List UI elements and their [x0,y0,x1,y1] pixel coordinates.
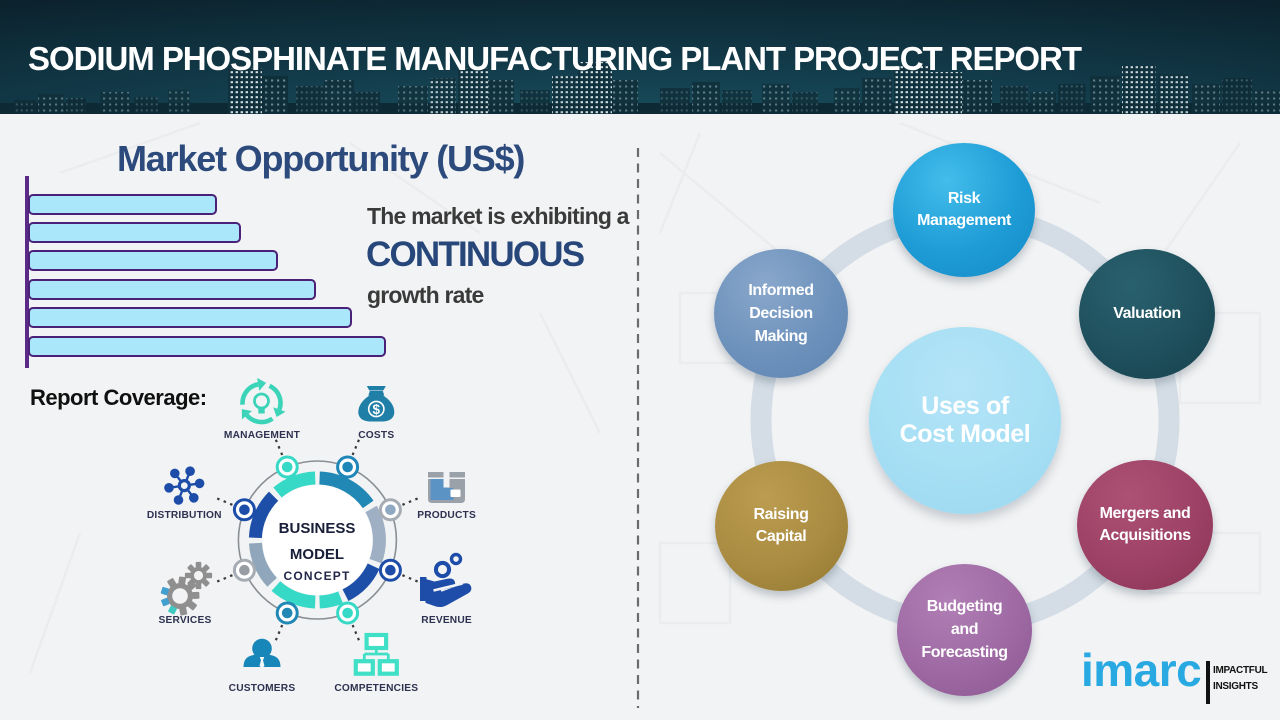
svg-text:COMPETENCIES: COMPETENCIES [334,683,418,694]
svg-text:$: $ [373,402,381,417]
svg-text:CUSTOMERS: CUSTOMERS [229,683,296,694]
svg-text:DISTRIBUTION: DISTRIBUTION [147,510,222,521]
svg-text:BUSINESS: BUSINESS [279,520,356,537]
svg-text:MODEL: MODEL [290,546,344,563]
svg-text:COSTS: COSTS [358,430,394,441]
svg-text:CONCEPT: CONCEPT [283,569,350,583]
svg-text:PRODUCTS: PRODUCTS [417,510,476,521]
svg-text:SERVICES: SERVICES [159,615,212,626]
svg-text:REVENUE: REVENUE [421,615,472,626]
svg-text:MANAGEMENT: MANAGEMENT [224,430,301,441]
